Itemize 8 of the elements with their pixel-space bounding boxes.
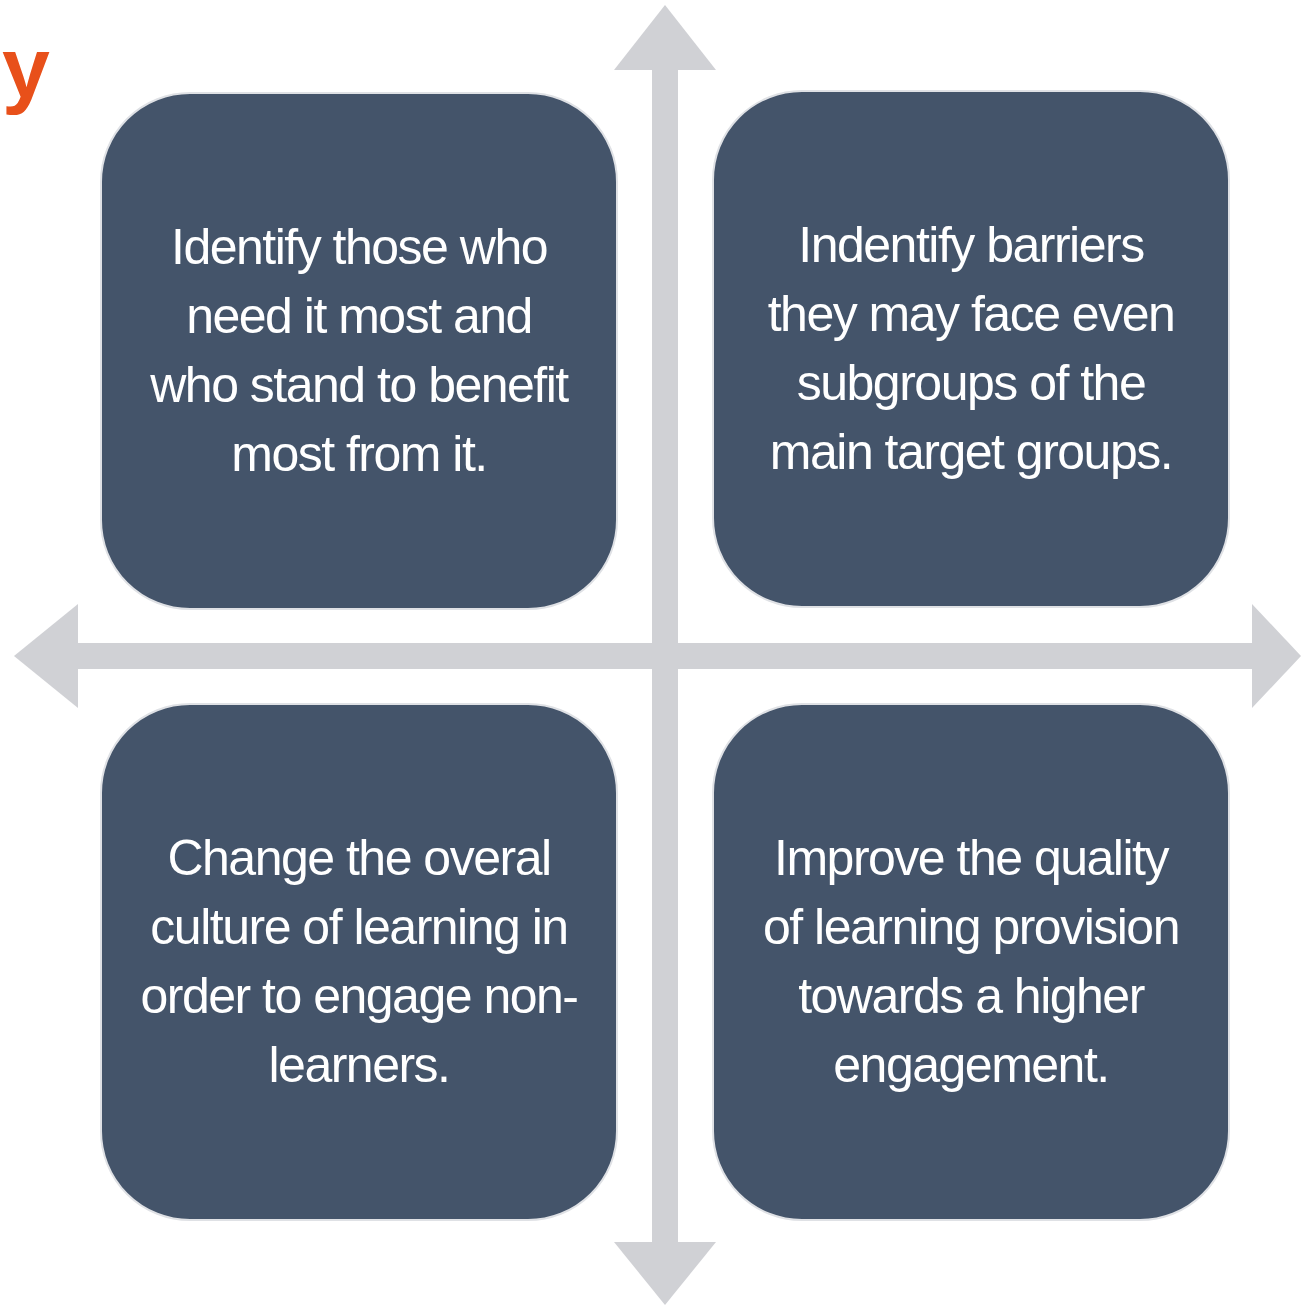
rounded-box [100, 703, 618, 1221]
box-text: Improve the quality of learning provision towards a higher engagement. [762, 829, 1180, 1095]
box-text: Change the overal culture of learning in order to engage non-learners. [139, 829, 579, 1095]
box-text: Identify those who need it most and who stand to benefit most from it. [149, 218, 570, 484]
rounded-box [712, 90, 1230, 608]
rounded-box [712, 703, 1230, 1221]
box-text: Indentify barriers they may face even subgroups of the main target groups. [766, 216, 1176, 482]
rounded-box [100, 92, 618, 610]
